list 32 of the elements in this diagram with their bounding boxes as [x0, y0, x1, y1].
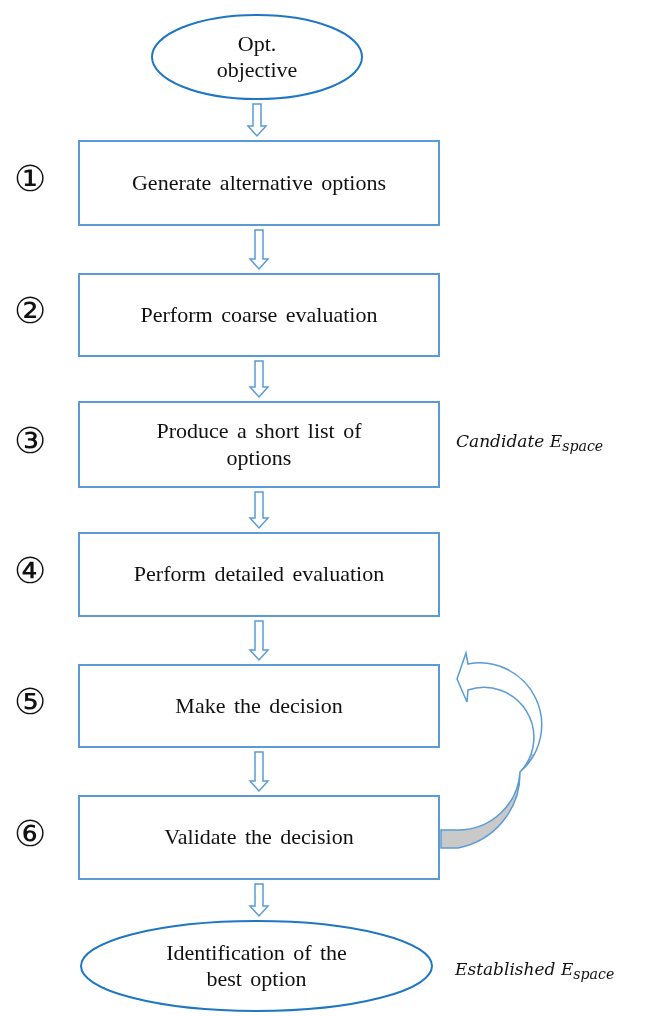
step-number: ①	[14, 161, 47, 197]
process-box	[78, 273, 440, 357]
block-arrow	[248, 883, 270, 918]
step-label: Produce a short list of options	[155, 418, 363, 471]
step-number: ③	[14, 422, 47, 459]
block-arrow	[246, 103, 268, 138]
block-arrow	[248, 229, 270, 271]
step-label: Make the decision	[174, 692, 344, 720]
annotation: Candidate E$_{space}$	[456, 431, 604, 455]
terminal-ellipse	[80, 920, 433, 1012]
step-number: ⑥	[14, 815, 47, 852]
step-number: ④	[14, 552, 47, 589]
block-arrow	[248, 360, 270, 399]
terminal-ellipse	[151, 14, 363, 100]
step-label: Perform detailed evaluation	[132, 561, 386, 588]
step-label: Validate the decision	[163, 824, 355, 851]
step-number: ②	[14, 293, 47, 329]
process-box	[78, 664, 440, 748]
block-arrow	[248, 491, 270, 530]
process-box	[78, 795, 440, 880]
block-arrow	[248, 751, 270, 793]
process-box	[78, 532, 440, 617]
process-box	[78, 140, 440, 226]
step-label: Opt. objective	[215, 30, 299, 84]
step-label: Identification of the best option	[165, 939, 348, 993]
process-box	[78, 401, 440, 488]
step-label: Generate alternative options	[131, 169, 387, 197]
block-arrow	[248, 620, 270, 662]
step-number: ⑤	[14, 684, 47, 720]
annotation: Established E$_{space}$	[455, 959, 615, 983]
step-label: Perform coarse evaluation	[139, 301, 379, 329]
curved-arrow	[440, 652, 543, 849]
